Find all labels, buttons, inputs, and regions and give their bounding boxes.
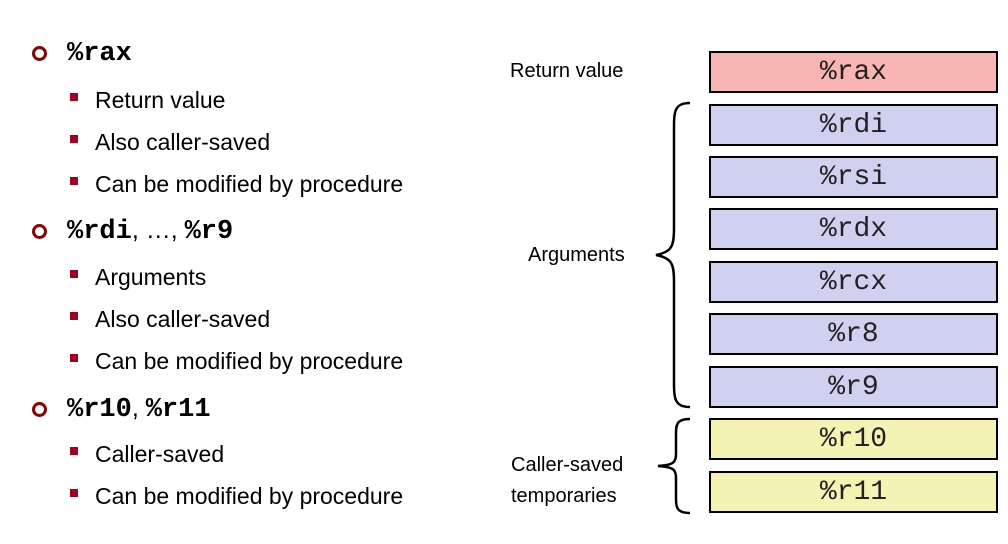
register-box-rax: %rax bbox=[709, 51, 998, 93]
square-bullet-icon bbox=[70, 177, 78, 185]
register-name: %rax bbox=[67, 38, 132, 69]
square-bullet-icon bbox=[70, 489, 78, 497]
list-item: Also caller-saved bbox=[70, 304, 270, 334]
list-item-text: Caller-saved bbox=[95, 440, 225, 467]
bullet-r10-r11: %r10, %r11 bbox=[32, 394, 211, 425]
bullet-rdi-r9: %rdi, …, %r9 bbox=[32, 216, 233, 247]
list-item-text: Can be modified by procedure bbox=[95, 482, 404, 509]
circle-bullet-icon bbox=[32, 401, 47, 417]
register-name: %r10 bbox=[67, 394, 132, 425]
heading-separator: , bbox=[131, 393, 146, 422]
list-item: Can be modified by procedure bbox=[70, 169, 403, 199]
temporaries-label-line2: temporaries bbox=[511, 485, 617, 507]
arguments-label: Arguments bbox=[528, 244, 625, 266]
circle-bullet-icon bbox=[32, 223, 47, 239]
bullet-heading: %rax bbox=[67, 38, 132, 69]
square-bullet-icon bbox=[70, 135, 78, 143]
circle-bullet-icon bbox=[32, 45, 47, 61]
list-item-text: Also caller-saved bbox=[95, 305, 271, 332]
register-box-r9: %r9 bbox=[709, 366, 998, 408]
list-item: Can be modified by procedure bbox=[70, 481, 403, 511]
register-box-r10: %r10 bbox=[709, 418, 998, 460]
list-item-text: Also caller-saved bbox=[95, 128, 271, 155]
square-bullet-icon bbox=[70, 93, 78, 101]
list-item: Can be modified by procedure bbox=[70, 346, 403, 376]
square-bullet-icon bbox=[70, 270, 78, 278]
temporaries-brace-icon bbox=[657, 417, 691, 515]
temporaries-label-line1: Caller-saved bbox=[511, 454, 624, 476]
register-box-r11: %r11 bbox=[709, 471, 998, 513]
list-item: Arguments bbox=[70, 262, 206, 292]
register-box-r8: %r8 bbox=[709, 313, 998, 355]
bullet-heading: %r10, %r11 bbox=[67, 394, 211, 425]
list-item: Return value bbox=[70, 85, 225, 115]
bullet-heading: %rdi, …, %r9 bbox=[67, 216, 233, 247]
list-item-text: Can be modified by procedure bbox=[95, 170, 404, 197]
arguments-brace-icon bbox=[655, 101, 691, 409]
register-box-rsi: %rsi bbox=[709, 156, 998, 198]
heading-separator: , …, bbox=[131, 215, 185, 244]
list-item-text: Can be modified by procedure bbox=[95, 347, 404, 374]
register-name: %rdi bbox=[67, 216, 132, 247]
square-bullet-icon bbox=[70, 354, 78, 362]
register-name: %r11 bbox=[145, 394, 211, 425]
square-bullet-icon bbox=[70, 447, 78, 455]
register-box-rcx: %rcx bbox=[709, 261, 998, 303]
list-item-text: Return value bbox=[95, 86, 226, 113]
list-item: Caller-saved bbox=[70, 439, 224, 469]
return-value-label: Return value bbox=[510, 60, 624, 82]
bullet-rax: %rax bbox=[32, 38, 132, 69]
register-box-rdi: %rdi bbox=[709, 104, 998, 146]
register-box-rdx: %rdx bbox=[709, 208, 998, 250]
list-item: Also caller-saved bbox=[70, 127, 270, 157]
register-name: %r9 bbox=[184, 216, 234, 247]
list-item-text: Arguments bbox=[95, 263, 207, 290]
square-bullet-icon bbox=[70, 312, 78, 320]
